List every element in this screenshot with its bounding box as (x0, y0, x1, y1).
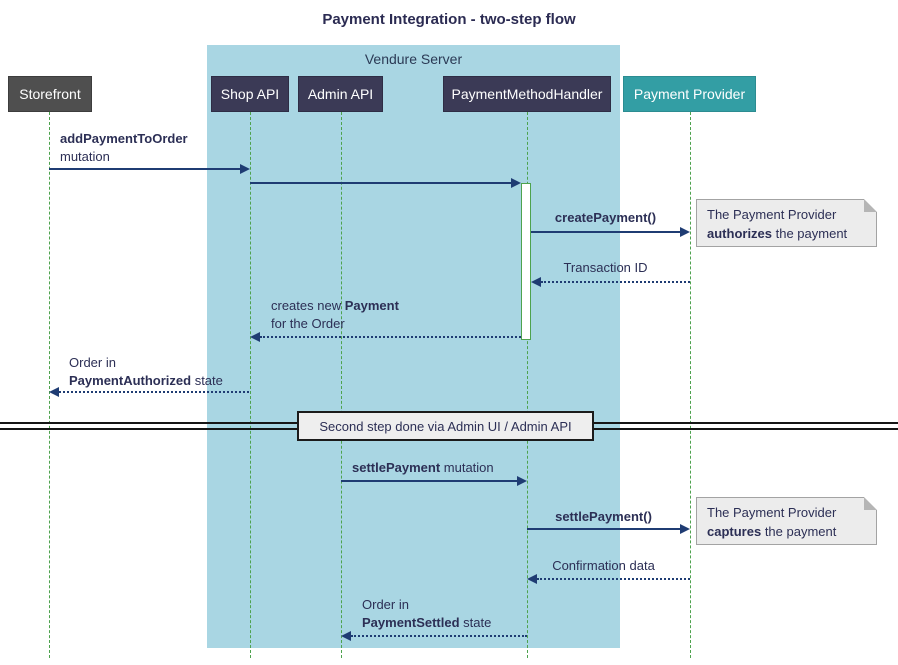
message-text-bold: addPaymentToOrder (60, 131, 188, 146)
arrowhead-left (49, 387, 59, 397)
note-text-bold: captures (707, 524, 762, 539)
message-text: Order in (69, 355, 116, 370)
arrow-order-payment-authorized (59, 391, 249, 393)
note-text: the payment (772, 226, 848, 241)
vendure-server-label: Vendure Server (364, 51, 463, 67)
message-create-payment: createPayment() (531, 209, 680, 227)
arrowhead-right (680, 524, 690, 534)
arrow-creates-new-payment (260, 336, 521, 338)
participant-shop-api: Shop API (211, 76, 289, 112)
activation-bar-payment-method-handler (521, 183, 531, 340)
lifeline-admin-api (341, 112, 342, 658)
arrow-settle-payment-mutation (341, 480, 517, 482)
message-text: for the Order (271, 316, 345, 331)
note-text: The Payment Provider (707, 505, 837, 520)
lifeline-storefront (49, 112, 50, 658)
message-transaction-id: Transaction ID (531, 259, 680, 277)
divider-label: Second step done via Admin UI / Admin AP… (319, 418, 572, 434)
arrow-settle-payment-call (527, 528, 680, 530)
message-confirmation-data: Confirmation data (527, 557, 680, 575)
message-settle-payment-mutation: settlePayment mutation (352, 459, 494, 477)
message-text: mutation (60, 149, 110, 164)
message-text: state (191, 373, 223, 388)
message-text-bold: PaymentAuthorized (69, 373, 192, 388)
message-settle-payment-call: settlePayment() (527, 508, 680, 526)
arrow-shop-to-handler (250, 182, 511, 184)
divider-label-box: Second step done via Admin UI / Admin AP… (297, 411, 594, 441)
arrowhead-right (240, 164, 250, 174)
arrow-confirmation-data (537, 578, 690, 580)
message-text: Order in (362, 597, 409, 612)
participant-payment-provider: Payment Provider (623, 76, 756, 112)
arrowhead-right (517, 476, 527, 486)
note-text-bold: authorizes (707, 226, 773, 241)
participant-storefront: Storefront (8, 76, 92, 112)
arrow-transaction-id (541, 281, 690, 283)
message-text-bold: PaymentSettled (362, 615, 460, 630)
message-text-bold: settlePayment() (555, 509, 652, 524)
message-text: Confirmation data (552, 558, 655, 573)
message-text-bold: settlePayment (352, 460, 441, 475)
message-text: mutation (440, 460, 494, 475)
note-captures: The Payment Provider captures the paymen… (696, 497, 877, 545)
note-text: the payment (761, 524, 837, 539)
message-text: Transaction ID (563, 260, 648, 275)
message-text: creates new (271, 298, 345, 313)
participant-admin-api: Admin API (298, 76, 383, 112)
arrow-order-payment-settled (351, 635, 527, 637)
note-text: The Payment Provider (707, 207, 837, 222)
participant-payment-method-handler: PaymentMethodHandler (443, 76, 611, 112)
message-creates-new-payment: creates new Payment for the Order (271, 297, 399, 333)
diagram-title: Payment Integration - two-step flow (322, 11, 576, 28)
vendure-server-box: Vendure Server (207, 45, 620, 648)
arrowhead-right (511, 178, 521, 188)
arrowhead-left (527, 574, 537, 584)
message-order-payment-settled: Order in PaymentSettled state (362, 596, 491, 632)
arrowhead-right (680, 227, 690, 237)
lifeline-shop-api (250, 112, 251, 658)
arrowhead-left (531, 277, 541, 287)
lifeline-payment-provider (690, 112, 691, 658)
lifeline-payment-method-handler (527, 112, 528, 658)
arrowhead-left (250, 332, 260, 342)
message-text-bold: Payment (344, 298, 399, 313)
message-text: state (459, 615, 492, 630)
arrowhead-left (341, 631, 351, 641)
note-authorizes: The Payment Provider authorizes the paym… (696, 199, 877, 247)
message-text-bold: createPayment() (554, 210, 657, 225)
arrow-add-payment-to-order (49, 168, 240, 170)
message-add-payment-to-order: addPaymentToOrder mutation (60, 130, 188, 166)
message-order-payment-authorized: Order in PaymentAuthorized state (69, 354, 223, 390)
arrow-create-payment (531, 231, 680, 233)
